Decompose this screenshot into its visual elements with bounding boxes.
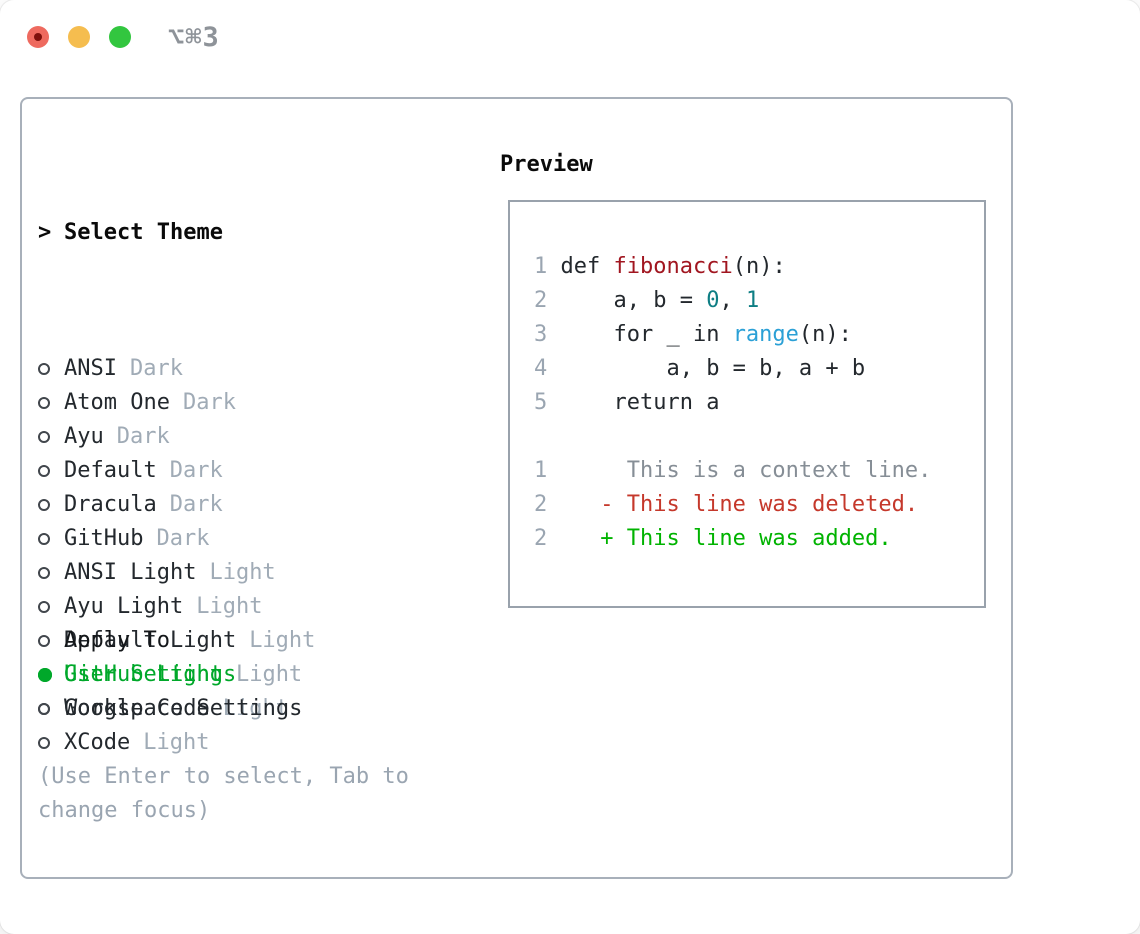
- theme-variant-label: Light: [249, 628, 316, 653]
- theme-option[interactable]: ANSI Dark: [38, 352, 315, 386]
- theme-option[interactable]: Ayu Light Light: [38, 590, 315, 624]
- theme-option[interactable]: Google Code Light: [38, 692, 315, 726]
- theme-option[interactable]: ANSI Light Light: [38, 556, 315, 590]
- theme-option-label: XCode: [64, 730, 131, 755]
- code-line: 1 This is a context line.: [534, 458, 932, 483]
- radio-unselected-icon: [38, 703, 50, 715]
- code-line: 3 for _ in range(n):: [534, 322, 852, 347]
- theme-option[interactable]: GitHub Dark: [38, 522, 315, 556]
- close-dot-icon: [34, 33, 42, 41]
- radio-unselected-icon: [38, 601, 50, 613]
- theme-option-label: Ayu Light: [64, 594, 184, 619]
- theme-option-label: Ayu: [64, 424, 104, 449]
- window-title: ⌥⌘3: [168, 22, 220, 53]
- radio-unselected-icon: [38, 737, 50, 749]
- help-text: (Use Enter to select, Tab to change focus…: [38, 760, 409, 828]
- theme-option-label: Google Code: [64, 696, 210, 721]
- apply-to-title: Apply To: [64, 628, 170, 653]
- code-line: [534, 420, 931, 454]
- preview-title: Preview: [500, 152, 593, 177]
- code-line: 2 - This line was deleted.: [534, 492, 919, 517]
- theme-option-label: Default Light: [64, 628, 237, 653]
- radio-unselected-icon: [38, 397, 50, 409]
- radio-unselected-icon: [38, 499, 50, 511]
- theme-option-label: Atom One: [64, 390, 170, 415]
- prompt-icon: >: [38, 220, 52, 245]
- preview-code: 1 def fibonacci(n): 2 a, b = 0, 1 3 for _ …: [534, 250, 931, 556]
- theme-variant-label: Dark: [129, 356, 183, 381]
- titlebar: ⌥⌘3: [0, 0, 1140, 74]
- help-text-line: change focus): [38, 798, 211, 823]
- radio-unselected-icon: [38, 431, 50, 443]
- theme-list-title: Select Theme: [64, 220, 223, 245]
- theme-option[interactable]: Dracula Dark: [38, 488, 315, 522]
- theme-option[interactable]: Ayu Dark: [38, 420, 315, 454]
- apply-to-option-label: Workspace Settings: [64, 696, 303, 721]
- radio-unselected-icon: [38, 567, 50, 579]
- minimize-button[interactable]: [68, 26, 90, 48]
- code-line: 4 a, b = b, a + b: [534, 356, 866, 381]
- theme-variant-label: Light: [196, 594, 263, 619]
- theme-variant-label: Dark: [156, 526, 210, 551]
- apply-to-option[interactable]: User Settings: [38, 658, 302, 692]
- theme-variant-label: Dark: [169, 458, 223, 483]
- apply-to-option[interactable]: Workspace Settings: [38, 692, 302, 726]
- zoom-button[interactable]: [109, 26, 131, 48]
- theme-variant-label: Light: [235, 662, 303, 687]
- theme-variant-label: Light: [143, 730, 210, 755]
- theme-option-label: ANSI: [64, 356, 117, 381]
- theme-option-label: Default: [64, 458, 157, 483]
- radio-unselected-icon: [38, 635, 50, 647]
- code-line: 1 def fibonacci(n):: [534, 254, 786, 279]
- theme-variant-label: Dark: [169, 492, 223, 517]
- apply-to-option-label: User Settings: [64, 662, 237, 687]
- radio-unselected-icon: [38, 533, 50, 545]
- theme-option-label: GitHub Light: [64, 662, 223, 687]
- help-text-line: (Use Enter to select, Tab to: [38, 764, 409, 789]
- radio-unselected-icon: [38, 363, 50, 375]
- code-line: 2 a, b = 0, 1: [534, 288, 760, 313]
- code-line: 2 + This line was added.: [534, 526, 892, 551]
- theme-option[interactable]: Default Light Light: [38, 624, 315, 658]
- radio-selected-icon: [38, 668, 52, 682]
- theme-option-label: Dracula: [64, 492, 157, 517]
- theme-variant-label: Dark: [182, 390, 236, 415]
- theme-option[interactable]: Default Dark: [38, 454, 315, 488]
- theme-variant-label: Dark: [116, 424, 170, 449]
- code-line: 5 return a: [534, 390, 720, 415]
- theme-option-label: ANSI Light: [64, 560, 197, 585]
- theme-option[interactable]: GitHub Light Light: [38, 658, 315, 692]
- theme-option[interactable]: XCode Light: [38, 726, 315, 760]
- close-button[interactable]: [27, 26, 49, 48]
- theme-variant-label: Light: [209, 560, 276, 585]
- theme-variant-label: Light: [222, 696, 289, 721]
- theme-option[interactable]: Atom One Dark: [38, 386, 315, 420]
- theme-list-header: > Select Theme: [38, 216, 315, 250]
- theme-option-label: GitHub: [64, 526, 144, 551]
- preview-box: [508, 200, 986, 608]
- radio-unselected-icon: [38, 465, 50, 477]
